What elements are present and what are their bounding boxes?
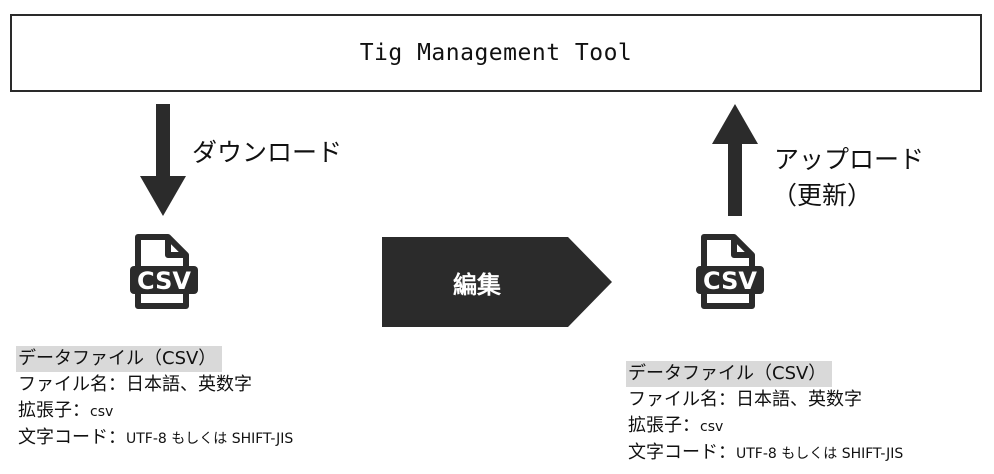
tool-title: Tig Management Tool	[359, 40, 633, 66]
info-heading: データファイル（CSV）	[626, 361, 833, 387]
info-encoding: 文字コード：UTF-8 もしくは SHIFT-JIS	[18, 427, 294, 448]
upload-label-line2: （更新）	[772, 181, 873, 210]
info-filename: ファイル名：日本語、英数字	[18, 374, 252, 395]
info-encoding: 文字コード：UTF-8 もしくは SHIFT-JIS	[628, 442, 904, 463]
csv-icon-text: CSV	[137, 267, 191, 295]
csv-file-icon: CSV	[696, 234, 764, 309]
upload-label: アップロード （更新）	[772, 142, 924, 214]
info-extension: 拡張子：csv	[18, 400, 114, 421]
csv-icon-text: CSV	[703, 267, 757, 295]
csv-file-icon: CSV	[130, 234, 198, 309]
data-file-info-left: データファイル（CSV） ファイル名：日本語、英数字 拡張子：csv 文字コード…	[16, 346, 293, 452]
info-heading: データファイル（CSV）	[16, 346, 223, 372]
info-filename: ファイル名：日本語、英数字	[628, 389, 862, 410]
upload-label-line1: アップロード	[774, 145, 925, 174]
edit-arrow-shape	[382, 237, 612, 327]
tool-box: Tig Management Tool	[10, 14, 982, 92]
download-arrow-icon	[140, 104, 186, 216]
edit-label: 編集	[453, 270, 501, 299]
info-extension: 拡張子：csv	[628, 415, 724, 436]
data-file-info-right: データファイル（CSV） ファイル名：日本語、英数字 拡張子：csv 文字コード…	[626, 361, 903, 467]
download-label: ダウンロード	[192, 138, 343, 167]
upload-arrow-icon	[712, 104, 758, 216]
